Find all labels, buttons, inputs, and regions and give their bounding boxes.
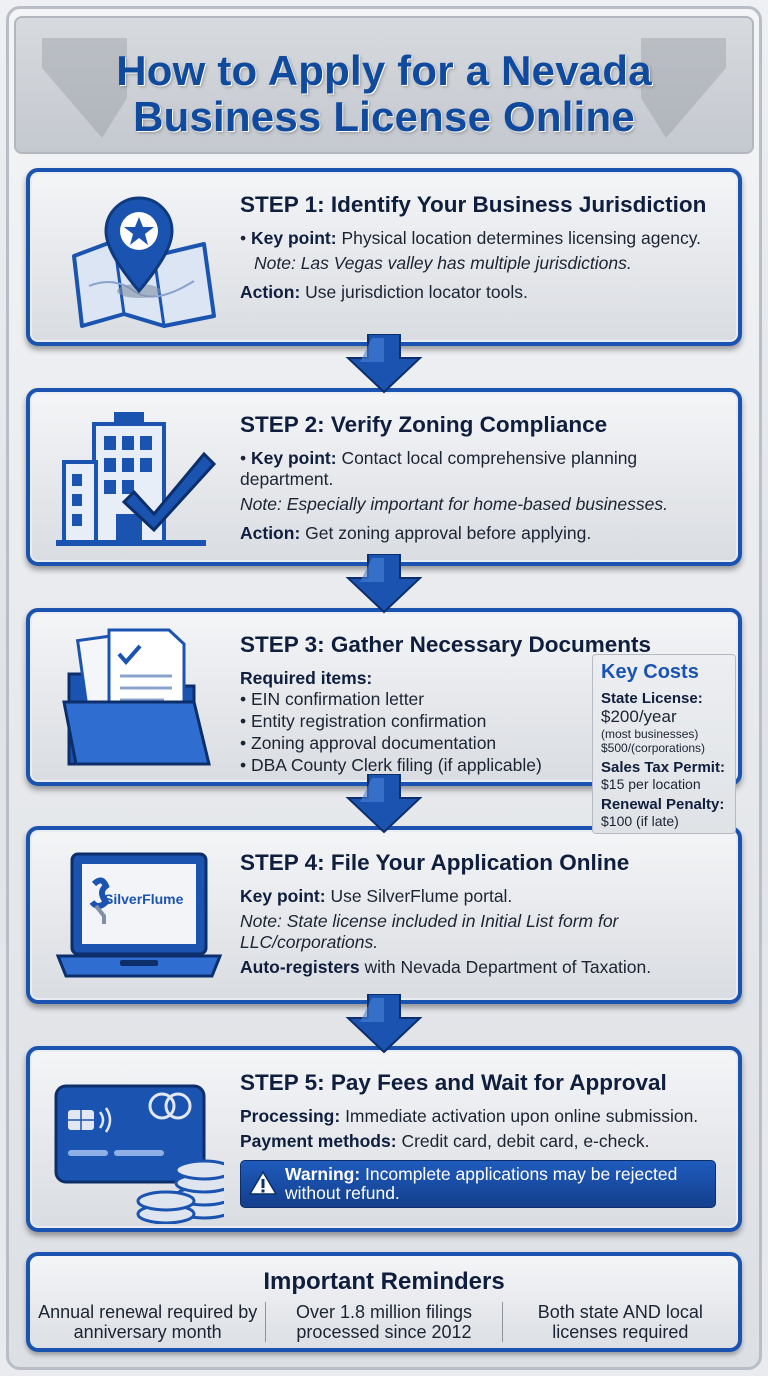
key-costs-heading: Key Costs (601, 661, 699, 683)
step-1-action: Action: Use jurisdiction locator tools. (240, 282, 718, 303)
map-pin-icon (72, 196, 216, 328)
title-line-1: How to Apply for a Nevada (116, 47, 652, 94)
required-label-text: Required items: (240, 668, 373, 688)
processing-text: Immediate activation upon online submiss… (345, 1106, 699, 1126)
title-line-2: Business License Online (133, 93, 635, 140)
state-license-corp-note: $500/(corporations) (601, 741, 706, 755)
step-1-title: STEP 1: Identify Your Business Jurisdict… (240, 192, 707, 217)
step-1-note: Note: Las Vegas valley has multiple juri… (254, 253, 632, 273)
key-costs-panel: Key Costs State License: $200/year (most… (592, 654, 736, 834)
processing-label: Processing: (240, 1106, 341, 1126)
sales-tax-label: Sales Tax Permit: (601, 759, 725, 776)
key-point-label: Key point: (251, 228, 337, 248)
payment-text: Credit card, debit card, e-check. (401, 1131, 650, 1151)
state-license-note: (most businesses) (601, 727, 699, 741)
step-2-key-point: Key point: Contact local comprehensive p… (240, 448, 718, 490)
step-4-title: STEP 4: File Your Application Online (240, 850, 630, 875)
step-4-auto-register: Auto-registers with Nevada Department of… (240, 957, 718, 978)
nevada-map-shape-left (42, 38, 127, 138)
action-text: Get zoning approval before applying. (305, 523, 592, 543)
step-3-title: STEP 3: Gather Necessary Documents (240, 632, 652, 657)
step-2-card: STEP 2: Verify Zoning Compliance Key poi… (26, 388, 742, 566)
step-2-note: Note: Especially important for home-base… (240, 494, 668, 514)
step-5-processing: Processing: Immediate activation upon on… (240, 1106, 718, 1127)
reminders-row: Annual renewal required by anniversary m… (30, 1302, 738, 1342)
state-license-label: State License: (601, 690, 703, 707)
important-reminders-panel: Important Reminders Annual renewal requi… (26, 1252, 742, 1352)
sales-tax-value: $15 per location (601, 776, 701, 792)
step-1-card: STEP 1: Identify Your Business Jurisdict… (26, 168, 742, 346)
state-license-value: $200/year (601, 707, 677, 726)
title-banner: How to Apply for a Nevada Business Licen… (14, 16, 754, 154)
warning-banner: Warning: Incomplete applications may be … (240, 1160, 716, 1208)
step-2-title: STEP 2: Verify Zoning Compliance (240, 412, 608, 437)
step-4-note: Note: State license included in Initial … (240, 911, 619, 952)
list-item: Zoning approval documentation (240, 733, 588, 754)
action-text: Use jurisdiction locator tools. (305, 282, 528, 302)
payment-label: Payment methods: (240, 1131, 397, 1151)
arrow-down-icon (345, 334, 423, 394)
step-2-action: Action: Get zoning approval before apply… (240, 523, 718, 544)
page-title: How to Apply for a Nevada Business Licen… (16, 48, 752, 140)
warning-label: Warning: (285, 1164, 361, 1184)
auto-register-text: with Nevada Department of Taxation. (364, 957, 652, 977)
action-label: Action: (240, 523, 301, 543)
arrow-down-icon (345, 554, 423, 614)
nevada-map-shape-right (641, 38, 726, 138)
warning-text: Incomplete applications may be rejected … (285, 1164, 678, 1203)
reminder-item: Annual renewal required by anniversary m… (30, 1302, 267, 1342)
required-items-label: Required items: (240, 668, 588, 689)
key-point-label: Key point: (240, 886, 326, 906)
step-5-card: STEP 5: Pay Fees and Wait for Approval P… (26, 1046, 742, 1232)
list-item: EIN confirmation letter (240, 689, 588, 710)
key-point-label: Key point: (251, 448, 337, 468)
renewal-penalty-label: Renewal Penalty: (601, 796, 725, 813)
warning-icon (249, 1170, 277, 1195)
list-item: Entity registration confirmation (240, 711, 588, 732)
key-point-text: Contact local comprehensive planning dep… (240, 448, 638, 489)
reminder-item: Over 1.8 million filings processed since… (266, 1302, 503, 1342)
step-1-key-point: Key point: Physical location determines … (240, 228, 718, 249)
renewal-penalty-value: $100 (if late) (601, 813, 679, 829)
laptop-icon: SilverFlume (55, 852, 223, 978)
step-4-card: SilverFlume STEP 4: File Your Applicatio… (26, 826, 742, 1004)
credit-card-coins-icon (54, 1084, 224, 1224)
arrow-down-icon (345, 994, 423, 1054)
folder-documents-icon (62, 628, 211, 766)
reminder-item: Both state AND local licenses required (537, 1302, 703, 1342)
arrow-down-icon (345, 774, 423, 834)
reminders-heading: Important Reminders (263, 1268, 505, 1295)
step-5-title: STEP 5: Pay Fees and Wait for Approval (240, 1070, 667, 1095)
step-4-key-point: Key point: Use SilverFlume portal. (240, 886, 718, 907)
list-item: DBA County Clerk filing (if applicable) (240, 755, 588, 776)
key-point-text: Use SilverFlume portal. (330, 886, 513, 906)
key-point-text: Physical location determines licensing a… (341, 228, 702, 248)
step-5-payment: Payment methods: Credit card, debit card… (240, 1131, 718, 1152)
auto-register-label: Auto-registers (240, 957, 360, 977)
building-check-icon (56, 412, 217, 546)
silverflume-logo-text: SilverFlume (104, 891, 184, 907)
action-label: Action: (240, 282, 301, 302)
